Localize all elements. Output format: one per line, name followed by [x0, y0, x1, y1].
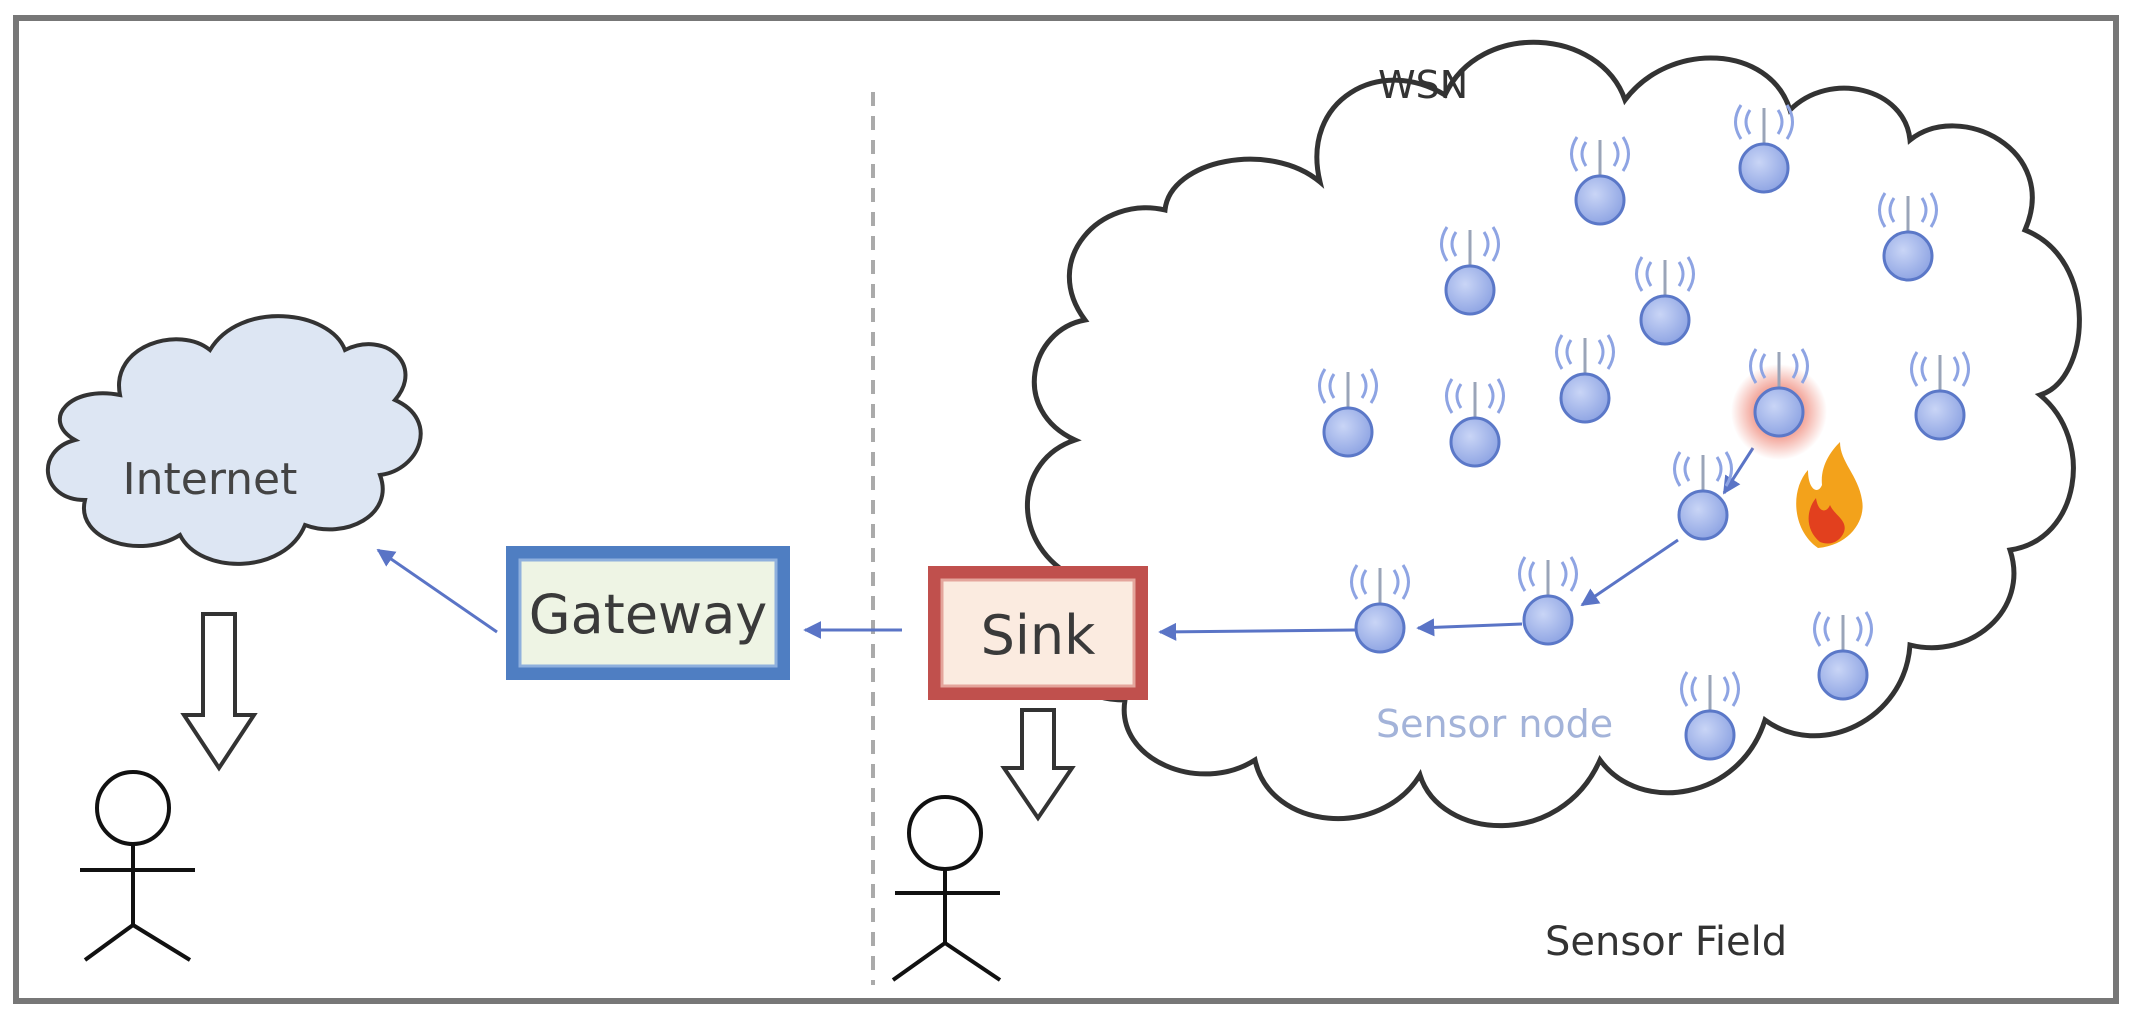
gateway-label: Gateway: [529, 583, 768, 646]
internet-cloud: [46, 314, 423, 566]
sink-label: Sink: [981, 604, 1097, 667]
link-gateway-internet: [376, 548, 498, 634]
person-icon: [891, 795, 1002, 982]
sensor-field-label: Sensor Field: [1545, 919, 1787, 965]
link-node-node-b: [1580, 538, 1679, 607]
internet-label: Internet: [123, 454, 298, 505]
link-node-node-a: [1416, 618, 1523, 637]
wsn-label: WSN: [1378, 63, 1468, 107]
down-arrow-icon: [1000, 708, 1076, 822]
gateway-box-inner: [518, 558, 778, 668]
link-node-node-c: [1722, 447, 1755, 495]
sensor-node-label: Sensor node: [1376, 702, 1613, 746]
down-arrow-icon: [180, 612, 258, 772]
person-icon: [80, 770, 195, 962]
sink-box-inner: [940, 578, 1136, 688]
fire-icon: [1796, 442, 1863, 548]
link-node-sink: [1158, 622, 1356, 641]
